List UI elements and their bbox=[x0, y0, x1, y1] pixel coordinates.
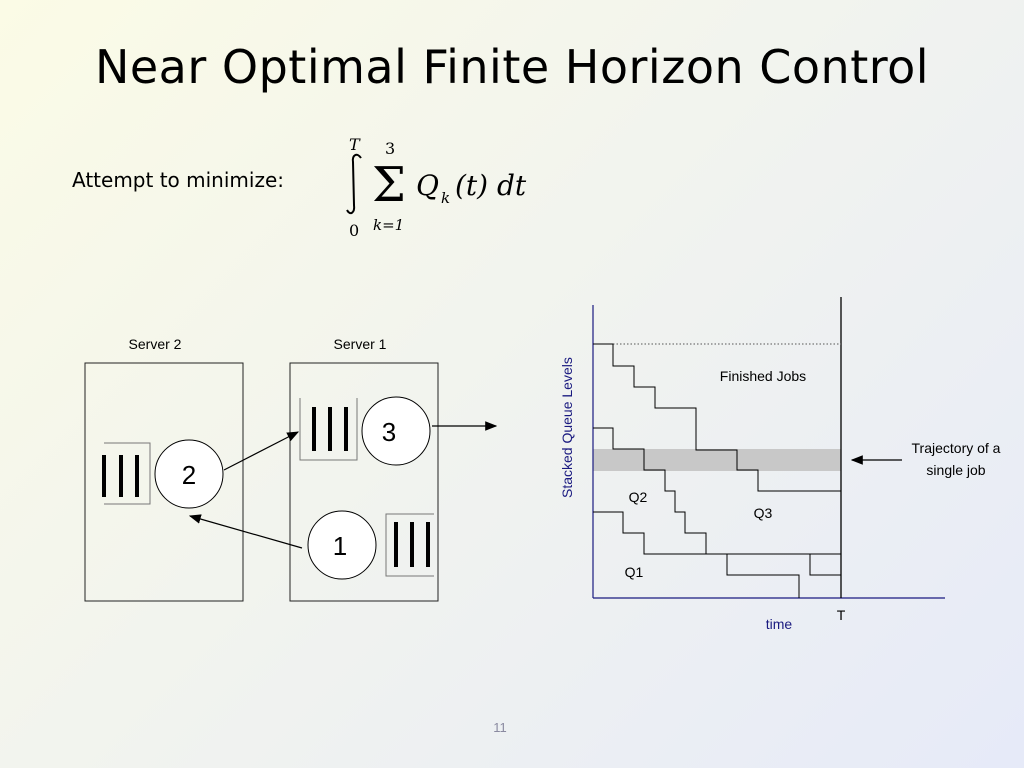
differential: dt bbox=[497, 169, 527, 202]
server2-label: Server 2 bbox=[129, 336, 182, 352]
server1-box bbox=[289, 362, 439, 602]
server-node-1 bbox=[307, 510, 377, 580]
y-axis-label: Stacked Queue Levels bbox=[559, 357, 575, 498]
flow-arrow-1-to-2 bbox=[188, 514, 303, 549]
server-node-2-label: 2 bbox=[182, 460, 196, 490]
minimize-label: Attempt to minimize: bbox=[72, 168, 284, 192]
region-label-q3: Q3 bbox=[754, 505, 773, 521]
integral-upper-limit: T bbox=[349, 135, 361, 154]
single-job-band bbox=[593, 449, 841, 471]
sum-sign: Σ bbox=[372, 157, 406, 213]
region-label-q2: Q2 bbox=[629, 489, 648, 505]
server-node-3-label: 3 bbox=[382, 417, 396, 447]
staircase-q1-tail bbox=[809, 554, 841, 576]
integrand-subscript: k bbox=[441, 189, 450, 207]
server-node-3 bbox=[361, 396, 431, 466]
horizon-label: T bbox=[837, 607, 846, 623]
staircase-total-q3 bbox=[593, 343, 841, 492]
page-number: 11 bbox=[493, 720, 507, 735]
flow-arrow-2-to-3 bbox=[223, 431, 300, 471]
integrand-argument: (t) bbox=[455, 169, 488, 202]
server-node-1-label: 1 bbox=[333, 531, 347, 561]
integral-lower-limit: 0 bbox=[349, 221, 359, 240]
buffer-queue-1 bbox=[385, 513, 434, 577]
integral-sign bbox=[346, 153, 362, 215]
server2-box bbox=[84, 362, 244, 602]
trajectory-label-line2: single job bbox=[926, 462, 985, 478]
region-label-q1: Q1 bbox=[625, 564, 644, 580]
buffer-queue-2 bbox=[102, 442, 151, 505]
sum-lower-limit: k=1 bbox=[373, 216, 404, 234]
buffer-queue-3 bbox=[299, 398, 358, 461]
finished-jobs-label: Finished Jobs bbox=[720, 368, 806, 384]
integrand-symbol: Q bbox=[416, 169, 439, 202]
slide-title: Near Optimal Finite Horizon Control bbox=[94, 40, 930, 94]
x-axis-label: time bbox=[766, 616, 793, 632]
staircase-q1-q2 bbox=[593, 427, 841, 555]
server-node-2 bbox=[154, 439, 224, 509]
staircase-q1 bbox=[593, 511, 800, 598]
sum-upper-limit: 3 bbox=[385, 139, 395, 158]
server1-label: Server 1 bbox=[334, 336, 387, 352]
trajectory-label-line1: Trajectory of a bbox=[912, 440, 1001, 456]
